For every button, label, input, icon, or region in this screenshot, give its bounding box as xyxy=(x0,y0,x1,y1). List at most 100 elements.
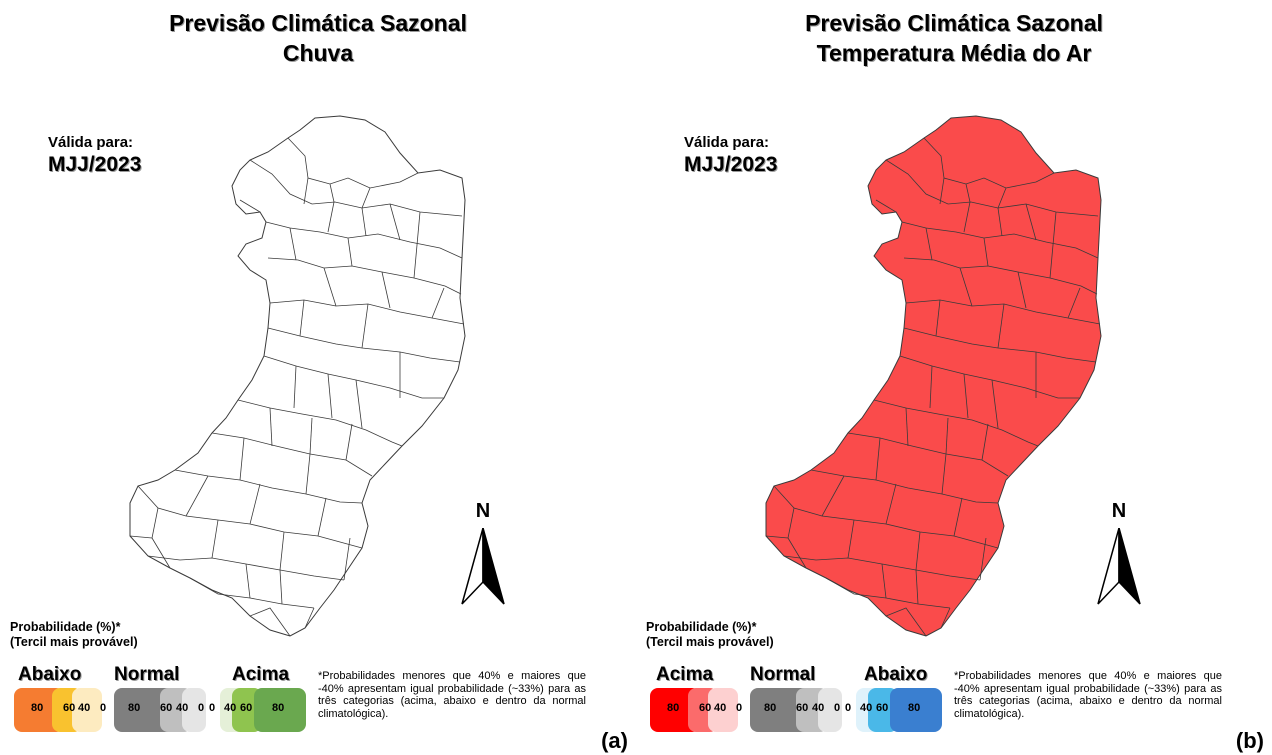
category-label-above: Acima xyxy=(656,664,714,685)
legend-value: 80 xyxy=(908,702,921,714)
municipality-border xyxy=(211,519,219,559)
legend-value: 60 xyxy=(160,702,173,714)
municipality-border xyxy=(293,365,297,409)
legend-value: 80 xyxy=(667,702,680,714)
municipality-border xyxy=(355,379,363,429)
state-map xyxy=(129,115,466,637)
map-title: Previsão Climática Sazonal Temperatura M… xyxy=(636,8,1272,68)
state-shape xyxy=(765,115,1102,637)
municipality-border xyxy=(267,257,462,295)
north-arrow-icon xyxy=(1097,528,1141,605)
panel-temperature: Previsão Climática Sazonal Temperatura M… xyxy=(636,0,1272,755)
probability-title-line-2: (Tercil mais provável) xyxy=(646,635,774,649)
category-label-above: Acima xyxy=(232,664,290,685)
north-label: N xyxy=(1111,500,1127,522)
municipality-border xyxy=(305,453,311,495)
municipality-borders xyxy=(765,137,1101,637)
valid-label: Válida para: xyxy=(48,134,134,151)
footnote: *Probabilidades menores que 40% e maiore… xyxy=(318,670,586,720)
legend-value: 40 xyxy=(176,702,189,714)
probability-title-line-2: (Tercil mais provável) xyxy=(10,635,138,649)
legend-chip-normal-40 xyxy=(818,688,842,732)
category-label-below: Abaixo xyxy=(18,664,82,685)
legend-value: 80 xyxy=(31,702,44,714)
municipality-border xyxy=(945,417,949,455)
municipality-border xyxy=(249,483,261,525)
legend-value: 40 xyxy=(224,702,237,714)
panel-rain: Previsão Climática Sazonal Chuva Válida … xyxy=(10,10,628,753)
municipality-border xyxy=(303,177,309,205)
legend-value: 60 xyxy=(699,702,712,714)
state-shape xyxy=(129,115,466,637)
municipality-border xyxy=(773,485,999,549)
municipality-border xyxy=(381,271,391,309)
legend-value: 40 xyxy=(860,702,873,714)
municipality-border xyxy=(941,453,947,495)
title-line-2: Chuva xyxy=(282,40,354,66)
municipality-border xyxy=(249,159,463,217)
municipality-border xyxy=(875,437,881,481)
municipality-border xyxy=(847,432,1009,477)
municipality-border xyxy=(935,299,941,337)
legend-value: 80 xyxy=(272,702,285,714)
legend-chip-below-80 xyxy=(890,688,942,732)
legend-value: 60 xyxy=(876,702,889,714)
valid-period: MJJ/2023 xyxy=(48,153,142,176)
validity: Válida para: MJJ/2023 xyxy=(48,134,141,177)
municipality-border xyxy=(847,519,855,559)
municipality-border xyxy=(821,475,845,517)
probability-title: Probabilidade (%)* (Tercil mais provável… xyxy=(10,620,138,650)
municipality-border xyxy=(1067,287,1081,319)
municipality-border xyxy=(963,183,971,233)
municipality-border xyxy=(245,563,251,599)
municipality-border xyxy=(309,417,313,455)
municipality-border xyxy=(327,373,333,419)
valid-period: MJJ/2023 xyxy=(684,153,778,176)
probability-legend: 80 60 40 0 80 60 40 0 0 40 60 80 xyxy=(10,688,310,732)
municipality-border xyxy=(317,497,327,537)
municipality-border xyxy=(361,187,371,237)
legend-value: 60 xyxy=(63,702,76,714)
municipality-border xyxy=(1049,211,1057,279)
panel-letter: (a) xyxy=(601,728,628,753)
probability-legend: 80 60 40 0 80 60 40 0 0 40 60 80 xyxy=(646,688,946,732)
municipality-border xyxy=(963,373,969,419)
legend-value: 0 xyxy=(209,702,216,714)
municipality-border xyxy=(413,211,421,279)
category-label-normal: Normal xyxy=(750,664,816,685)
legend-value: 0 xyxy=(100,702,107,714)
category-label-below: Abaixo xyxy=(864,664,928,685)
municipality-border xyxy=(929,365,933,409)
legend-value: 60 xyxy=(240,702,253,714)
municipality-border xyxy=(323,267,337,307)
north-label: N xyxy=(475,500,491,522)
municipality-border xyxy=(881,563,887,599)
legend-chip-below-40 xyxy=(72,688,102,732)
municipality-border xyxy=(431,287,445,319)
municipality-border xyxy=(279,569,283,605)
municipality-border xyxy=(249,607,291,637)
legend-chip-normal-40 xyxy=(182,688,206,732)
municipality-border xyxy=(939,177,945,205)
legend-value: 40 xyxy=(812,702,825,714)
municipality-border xyxy=(983,237,989,267)
municipality-border xyxy=(347,237,353,267)
category-label-normal: Normal xyxy=(114,664,180,685)
municipality-border xyxy=(279,531,285,571)
municipality-border xyxy=(1025,203,1037,241)
municipality-border xyxy=(979,537,987,581)
north-arrow: N xyxy=(1092,500,1146,610)
footnote: *Probabilidades menores que 40% e maiore… xyxy=(954,670,1222,720)
municipality-border xyxy=(361,303,369,349)
north-arrow-icon xyxy=(461,528,505,605)
state-map xyxy=(765,115,1102,637)
municipality-border xyxy=(343,537,351,581)
municipality-border xyxy=(345,423,353,461)
municipality-border xyxy=(991,379,999,429)
municipality-border xyxy=(940,607,951,629)
municipality-border xyxy=(239,199,261,213)
municipality-border xyxy=(269,407,273,447)
legend-value: 0 xyxy=(845,702,852,714)
title-line-2: Temperatura Média do Ar xyxy=(816,40,1092,66)
municipality-border xyxy=(925,227,933,261)
